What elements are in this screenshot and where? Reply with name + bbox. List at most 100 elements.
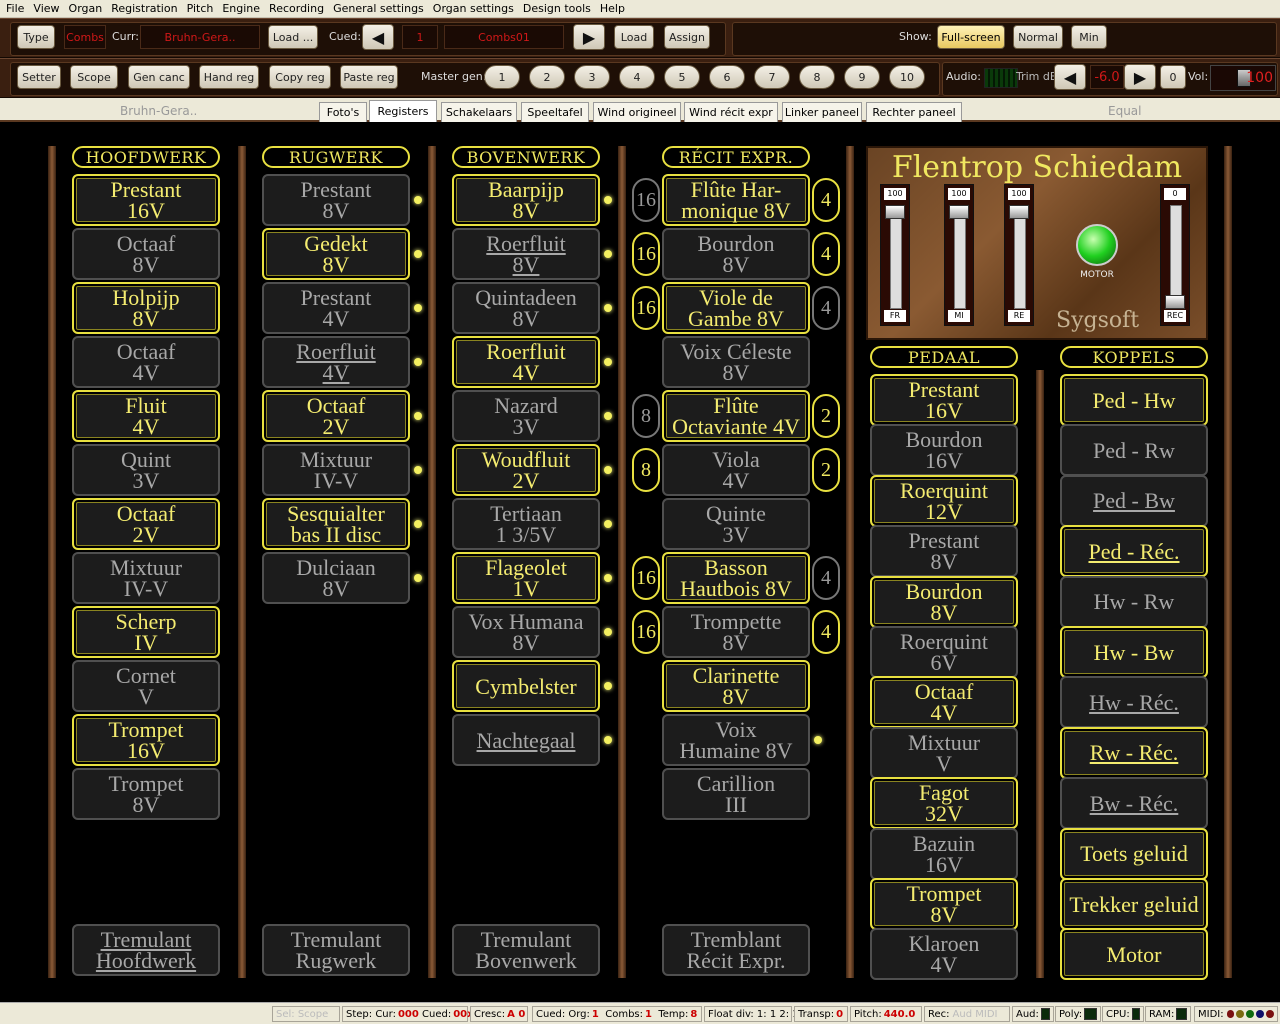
menu-item-pitch[interactable]: Pitch [186,2,214,15]
stop-bovenwerk[interactable]: Tertiaan 1 3/5V [452,498,600,550]
stop-hoofdwerk[interactable]: Fluit 4V [72,390,220,442]
stop-bovenwerk[interactable]: Nazard 3V [452,390,600,442]
master-gen-button-9[interactable]: 9 [844,65,880,89]
octave-coupler-right[interactable]: 4 [812,286,840,330]
load-dots-button[interactable]: Load ... [268,25,318,49]
stop-recit[interactable]: Voix Humaine 8V [662,714,810,766]
stop-rugwerk[interactable]: Prestant 4V [262,282,410,334]
master-gen-button-10[interactable]: 10 [889,65,925,89]
cued-next-button[interactable]: ▶ [573,24,605,50]
stop-rugwerk[interactable]: Mixtuur IV-V [262,444,410,496]
stop-pedaal[interactable]: Mixtuur V [870,726,1018,779]
menu-item-organ-settings[interactable]: Organ settings [432,2,514,15]
octave-coupler-right[interactable]: 2 [812,394,840,438]
octave-coupler-left[interactable]: 16 [632,556,660,600]
stop-recit[interactable]: Basson Hautbois 8V [662,552,810,604]
volume-knob[interactable] [1237,69,1251,87]
stop-hoofdwerk[interactable]: Quint 3V [72,444,220,496]
octave-coupler-right[interactable]: 4 [812,178,840,222]
stop-pedaal[interactable]: Roerquint 12V [870,474,1018,527]
stop-recit[interactable]: Flûte Har- monique 8V [662,174,810,226]
stop-koppels[interactable]: Trekker geluid [1060,878,1208,930]
stop-recit[interactable]: Viole de Gambe 8V [662,282,810,334]
octave-coupler-left[interactable]: 16 [632,286,660,330]
stop-bovenwerk[interactable]: Quintadeen 8V [452,282,600,334]
tremulant-rugwerk[interactable]: Tremulant Rugwerk [262,924,410,976]
slider-knob[interactable] [1165,295,1185,309]
stop-hoofdwerk[interactable]: Trompet 16V [72,714,220,766]
stop-rugwerk[interactable]: Dulciaan 8V [262,552,410,604]
stop-pedaal[interactable]: Octaaf 4V [870,676,1018,729]
menu-item-help[interactable]: Help [599,2,625,15]
volume-slider[interactable]: 100 [1210,65,1276,91]
stop-rugwerk[interactable]: Prestant 8V [262,174,410,226]
cued-prev-button[interactable]: ◀ [362,24,394,50]
stop-koppels[interactable]: Hw - Rw [1060,575,1208,628]
octave-coupler-left[interactable]: 16 [632,232,660,276]
menu-item-organ[interactable]: Organ [68,2,103,15]
stop-recit[interactable]: Voix Céleste 8V [662,336,810,388]
menu-item-recording[interactable]: Recording [269,2,325,15]
octave-coupler-left[interactable]: 8 [632,448,660,492]
slider-knob[interactable] [949,205,969,219]
stop-recit[interactable]: Trompette 8V [662,606,810,658]
stop-recit[interactable]: Clarinette 8V [662,660,810,712]
stop-recit[interactable]: Viola 4V [662,444,810,496]
trim-up-button[interactable]: ▶ [1124,64,1156,90]
stop-rugwerk[interactable]: Sesquialter bas II disc [262,498,410,550]
stop-bovenwerk[interactable]: Flageolet 1V [452,552,600,604]
stop-bovenwerk[interactable]: Cymbelster [452,660,600,712]
stop-bovenwerk[interactable]: Roerfluit 8V [452,228,600,280]
octave-coupler-left[interactable]: 16 [632,610,660,654]
motor-lamp-icon[interactable] [1076,224,1118,266]
stop-pedaal[interactable]: Prestant 8V [870,525,1018,578]
stop-recit[interactable]: Carillion III [662,768,810,820]
octave-coupler-left[interactable]: 8 [632,394,660,438]
menu-item-design-tools[interactable]: Design tools [522,2,591,15]
stop-hoofdwerk[interactable]: Octaaf 4V [72,336,220,388]
trim-zero-button[interactable]: 0 [1160,65,1186,89]
master-gen-button-1[interactable]: 1 [484,65,520,89]
octave-coupler-right[interactable]: 2 [812,448,840,492]
combs-indicator[interactable]: Combs [64,25,106,49]
tab-linker-paneel[interactable]: Linker paneel [782,102,862,122]
stop-recit[interactable]: Quinte 3V [662,498,810,550]
menu-item-registration[interactable]: Registration [111,2,178,15]
slider-knob[interactable] [885,205,905,219]
stop-hoofdwerk[interactable]: Prestant 16V [72,174,220,226]
stop-koppels[interactable]: Bw - Réc. [1060,777,1208,830]
stop-koppels[interactable]: Ped - Réc. [1060,525,1208,578]
stop-bovenwerk[interactable]: Vox Humana 8V [452,606,600,658]
stop-bovenwerk[interactable]: Woudfluit 2V [452,444,600,496]
stop-pedaal[interactable]: Trompet 8V [870,878,1018,930]
tab-wind-r-cit-expr[interactable]: Wind récit expr [684,102,778,122]
stop-koppels[interactable]: Ped - Hw [1060,374,1208,426]
master-gen-button-4[interactable]: 4 [619,65,655,89]
min-button[interactable]: Min [1071,25,1107,49]
stop-hoofdwerk[interactable]: Mixtuur IV-V [72,552,220,604]
stop-koppels[interactable]: Hw - Réc. [1060,676,1208,729]
stop-rugwerk[interactable]: Roerfluit 4V [262,336,410,388]
tremulant-recit[interactable]: Tremblant Récit Expr. [662,924,810,976]
menu-item-general-settings[interactable]: General settings [333,2,424,15]
master-gen-button-5[interactable]: 5 [664,65,700,89]
normal-button[interactable]: Normal [1013,25,1063,49]
octave-coupler-right[interactable]: 4 [812,556,840,600]
stop-hoofdwerk[interactable]: Trompet 8V [72,768,220,820]
tab-foto-s[interactable]: Foto's [319,102,367,122]
octave-coupler-right[interactable]: 4 [812,610,840,654]
copy-reg-button[interactable]: Copy reg [269,65,331,89]
stop-koppels[interactable]: Rw - Réc. [1060,726,1208,779]
stop-koppels[interactable]: Hw - Bw [1060,626,1208,678]
stop-koppels[interactable]: Ped - Bw [1060,474,1208,527]
stop-recit[interactable]: Flûte Octaviante 4V [662,390,810,442]
tab-registers[interactable]: Registers [369,100,437,122]
octave-coupler-right[interactable]: 4 [812,232,840,276]
stop-koppels[interactable]: Toets geluid [1060,827,1208,880]
trim-down-button[interactable]: ◀ [1054,64,1086,90]
tab-wind-origineel[interactable]: Wind origineel [593,102,681,122]
type-button[interactable]: Type [17,25,55,49]
stop-recit[interactable]: Bourdon 8V [662,228,810,280]
stop-pedaal[interactable]: Klaroen 4V [870,928,1018,981]
